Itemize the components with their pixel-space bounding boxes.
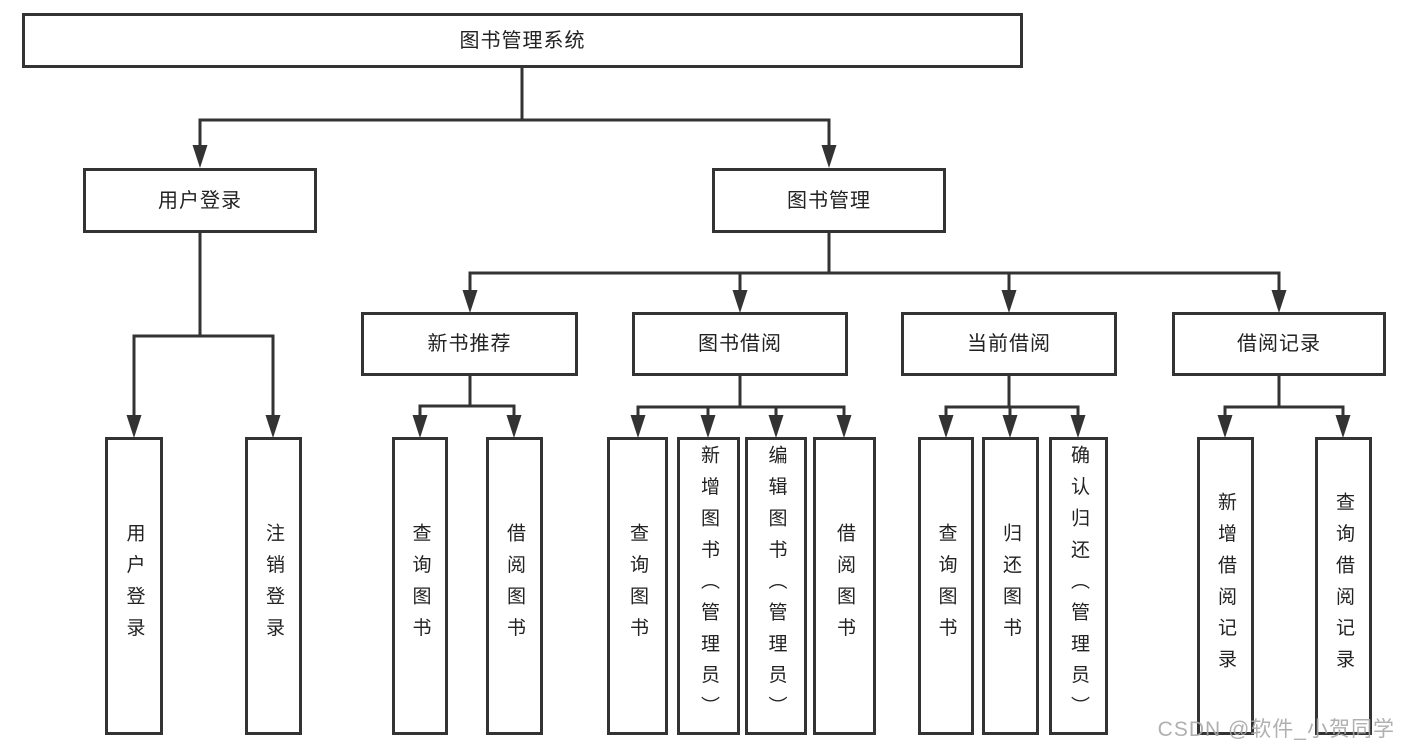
arrowhead-icon [700,415,716,438]
node-label: 用户登录 [158,189,242,212]
leaf-label: 查询图书 [627,523,648,649]
node-library-management-system: 图书管理系统 [22,13,1023,68]
leaf-label: 用户登录 [123,523,145,649]
leaf-label: 借阅图书 [834,523,855,649]
leaf-label: 查询借阅记录 [1333,491,1354,681]
arrowhead-icon [1070,415,1086,438]
arrowhead-icon [192,145,208,168]
leaf-label: 新增借阅记录 [1215,491,1236,681]
leaf-query-books-borrowing: 查询图书 [607,437,668,735]
leaf-add-book-admin: 新增图书（管理员） [677,437,740,735]
arrowhead-icon [412,415,428,438]
node-user-login: 用户登录 [83,168,317,233]
leaf-edit-book-admin: 编辑图书（管理员） [745,437,807,735]
node-label: 图书借阅 [698,333,782,355]
arrowhead-icon [506,415,522,438]
leaf-query-borrow-record: 查询借阅记录 [1315,437,1372,735]
node-label: 图书管理 [787,189,871,212]
node-current-borrowing: 当前借阅 [901,312,1117,376]
leaf-query-books-current: 查询图书 [918,437,974,735]
edge-current-borrowing-to-leaves [938,374,1086,438]
arrowhead-icon [126,415,142,438]
leaf-label: 新增图书（管理员） [698,444,719,728]
leaf-label: 借阅图书 [504,523,525,649]
arrowhead-icon [1001,290,1017,313]
node-book-borrowing: 图书借阅 [632,312,848,376]
leaf-borrow-books-borrowing: 借阅图书 [813,437,876,735]
leaf-label: 注销登录 [263,523,284,649]
arrowhead-icon [938,415,954,438]
arrowhead-icon [630,415,646,438]
watermark-text: CSDN @软件_小贺同学 [1157,718,1395,741]
leaf-label: 编辑图书（管理员） [765,444,787,728]
leaf-logout: 注销登录 [245,437,302,735]
arrowhead-icon [768,415,784,438]
node-label: 新书推荐 [427,333,512,355]
arrowhead-icon [836,415,852,438]
arrowhead-icon [821,145,837,168]
leaf-return-books: 归还图书 [982,437,1039,735]
leaf-label: 确认归还（管理员） [1068,444,1089,728]
node-book-management: 图书管理 [712,168,946,233]
node-label: 图书管理系统 [459,29,586,52]
edge-book-management-to-level3 [462,231,1287,313]
edge-root-to-level2 [192,66,837,168]
edge-book-borrowing-to-leaves [630,374,852,438]
leaf-query-books-recommend: 查询图书 [392,437,448,735]
arrowhead-icon [1335,415,1351,438]
leaf-label: 查询图书 [409,523,431,649]
leaf-user-login: 用户登录 [105,437,163,735]
arrowhead-icon [1271,290,1287,313]
node-new-book-recommendation: 新书推荐 [361,312,578,376]
leaf-borrow-books-recommend: 借阅图书 [486,437,543,735]
leaf-add-borrow-record: 新增借阅记录 [1197,437,1254,735]
leaf-label: 归还图书 [1000,523,1021,649]
node-borrowing-records: 借阅记录 [1172,312,1386,376]
edge-user-login-to-leaves [126,231,281,438]
edge-borrowing-records-to-leaves [1217,374,1351,438]
node-label: 借阅记录 [1237,333,1321,355]
arrowhead-icon [1002,415,1018,438]
leaf-confirm-return-admin: 确认归还（管理员） [1049,437,1108,735]
arrowhead-icon [1217,415,1233,438]
arrowhead-icon [462,290,478,313]
node-label: 当前借阅 [967,333,1051,355]
edge-new-book-recommendation-to-leaves [412,374,522,438]
leaf-label: 查询图书 [935,523,957,649]
arrowhead-icon [265,415,281,438]
arrowhead-icon [732,290,748,313]
